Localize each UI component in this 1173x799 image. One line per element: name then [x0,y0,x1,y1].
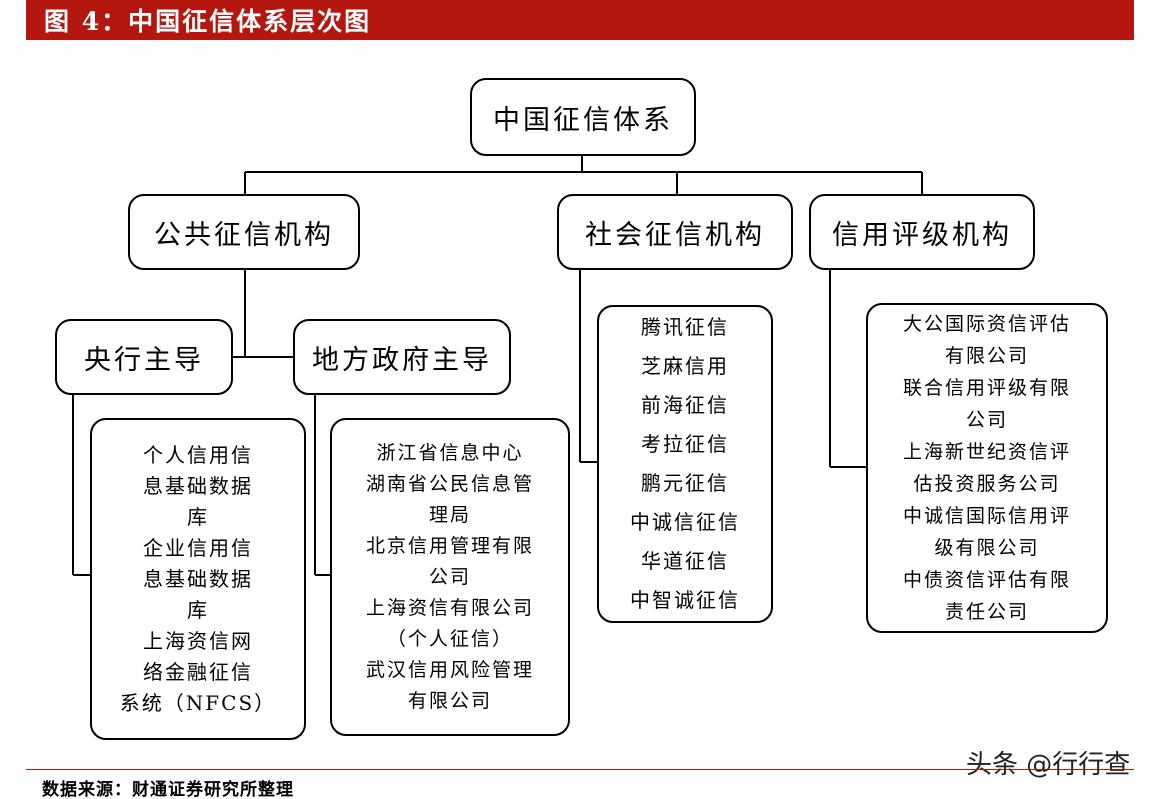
credit-rating-label: 信用评级机构 [832,219,1012,251]
list-item: 公司 [965,409,1008,431]
central-bank-label: 央行主导 [84,344,204,376]
list-item: 湖南省公民信息管 [365,472,534,495]
list-item: 理局 [428,503,471,526]
list-item: 芝麻信用 [641,354,729,378]
list-item: 个人信用信 [143,442,253,467]
list-item: 大公国际资信评估 [902,313,1071,335]
list-item: 企业信用信 [143,535,253,560]
figure-title: 图 4：中国征信体系层次图 [44,7,372,36]
list-item: 估投资服务公司 [913,473,1061,495]
public-credit-label: 公共征信机构 [154,219,334,251]
root-node: 中国征信体系 [470,78,696,156]
social-credit-list: 腾讯征信 芝麻信用 前海征信 考拉征信 鹏元征信 中诚信征信 华道征信 中智诚征… [597,305,773,623]
list-item: 库 [187,504,209,529]
list-item: 络金融征信 [143,659,253,684]
list-item: 北京信用管理有限 [365,534,534,557]
list-item: 责任公司 [944,601,1029,623]
list-item: 腾讯征信 [641,315,729,339]
root-node-label: 中国征信体系 [493,104,673,136]
list-item: 前海征信 [641,393,729,417]
list-item: 鹏元征信 [641,471,729,495]
list-item: 系统（NFCS） [119,690,277,715]
local-gov-label: 地方政府主导 [312,344,492,376]
list-item: 上海资信网 [143,628,253,653]
list-item: 浙江省信息中心 [376,441,524,464]
list-item: 武汉信用风险管理 [365,658,534,681]
list-item: 息基础数据 [143,566,253,591]
list-item: 华道征信 [641,549,729,573]
list-item: 联合信用评级有限 [902,377,1071,399]
list-item: （个人征信） [386,627,513,650]
list-item: 上海新世纪资信评 [902,441,1071,463]
local-gov-list: 浙江省信息中心 湖南省公民信息管 理局 北京信用管理有限 公司 上海资信有限公司… [330,418,570,736]
public-credit-node: 公共征信机构 [128,194,360,270]
list-item: 中诚信国际信用评 [902,505,1071,527]
list-item: 上海资信有限公司 [365,596,534,619]
list-item: 公司 [428,565,471,588]
figure-title-bar: 图 4：中国征信体系层次图 [26,0,1134,40]
social-credit-node: 社会征信机构 [557,194,793,270]
footer-divider [26,769,1134,770]
list-item: 考拉征信 [641,432,729,456]
watermark: 头条 @行行查 [966,750,1131,780]
list-item: 息基础数据 [143,473,253,498]
list-item: 有限公司 [407,689,492,712]
credit-rating-list: 大公国际资信评估 有限公司 联合信用评级有限 公司 上海新世纪资信评 估投资服务… [866,303,1108,633]
list-item: 有限公司 [944,345,1029,367]
list-item: 中债资信评估有限 [902,569,1071,591]
social-credit-label: 社会征信机构 [585,219,765,251]
list-item: 中诚信征信 [630,510,740,534]
list-item: 中智诚征信 [630,588,740,612]
central-bank-list: 个人信用信 息基础数据 库 企业信用信 息基础数据 库 上海资信网 络金融征信 … [90,418,306,740]
list-item: 库 [187,597,209,622]
local-gov-node: 地方政府主导 [293,319,511,395]
list-item: 级有限公司 [934,537,1040,559]
central-bank-node: 央行主导 [55,319,233,395]
credit-rating-node: 信用评级机构 [809,194,1035,270]
source-note: 数据来源：财通证券研究所整理 [42,780,294,799]
